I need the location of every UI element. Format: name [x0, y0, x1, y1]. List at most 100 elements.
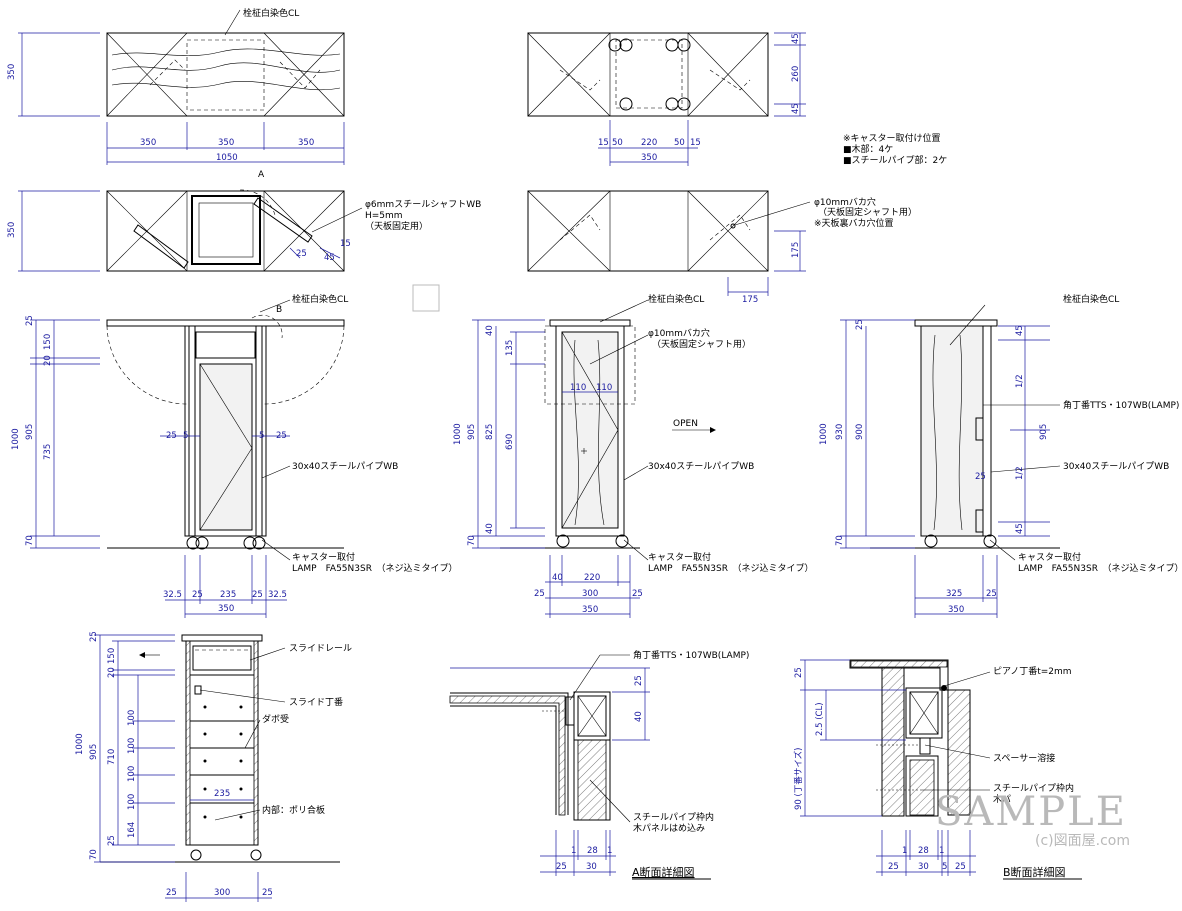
- dim-f-20: 20: [43, 355, 53, 366]
- dim-p3-15: 15: [340, 239, 351, 249]
- dim-r-900: 900: [855, 424, 865, 440]
- dim-s-905: 905: [467, 424, 477, 440]
- label-right-hinge: 角丁番TTS・107WB(LAMP): [1063, 399, 1179, 411]
- section-detail-a: [449, 654, 650, 876]
- dim-p3-h: 350: [7, 222, 17, 238]
- dim-f-735: 735: [43, 444, 53, 460]
- dim-f-25b: 25: [276, 431, 287, 441]
- label-right-finish: 栓柾白染色CL: [1063, 293, 1119, 305]
- dim-p1-a: 350: [140, 138, 156, 148]
- dim-i-25c: 25: [166, 888, 177, 898]
- dim-a-30: 30: [586, 862, 597, 872]
- dim-b-25b: 25: [955, 862, 966, 872]
- dim-b-1: 1: [902, 846, 907, 856]
- dim-s-825: 825: [485, 424, 495, 440]
- dim-p2-350: 350: [641, 153, 657, 163]
- label-hole-back-note: ※天板裏バカ穴位置: [814, 217, 894, 229]
- dim-f-325a: 32.5: [163, 590, 182, 600]
- dim-s-25b: 25: [632, 589, 643, 599]
- dim-b-90: 90 (丁番サイズ): [793, 748, 804, 810]
- label-hole-10-note: （天板固定シャフト用）: [818, 206, 917, 218]
- label-slide-hinge: スライド丁番: [289, 696, 343, 708]
- plan-view-underside: [527, 190, 811, 296]
- label-front-finish: 栓柾白染色CL: [292, 293, 348, 305]
- dim-s-40c: 40: [552, 573, 563, 583]
- dim-r-930: 930: [835, 424, 845, 440]
- label-side-caster-1: キャスター取付: [648, 552, 711, 563]
- label-hole-10: φ10mmバカ穴: [814, 196, 876, 208]
- dim-i-300: 300: [214, 888, 230, 898]
- label-panel-a-1: スチールパイプ枠内: [633, 811, 714, 823]
- dim-p1-c: 350: [298, 138, 314, 148]
- title-section-b: B断面詳細図: [1003, 865, 1066, 879]
- dim-r-45b: 45: [1015, 523, 1025, 534]
- dim-b-28: 28: [918, 846, 929, 856]
- label-side-hole-note: （天板固定シャフト用）: [652, 338, 751, 350]
- label-panel-b-1: スチールパイプ枠内: [993, 782, 1074, 794]
- dim-b-25cl: 2.5 (CL): [815, 702, 825, 736]
- label-front-pipe: 30x40スチールパイプWB: [292, 461, 398, 472]
- dim-a-40: 40: [634, 711, 644, 722]
- dim-p1-b: 350: [218, 138, 234, 148]
- label-spacer: スペーサー溶接: [993, 752, 1055, 764]
- dim-i-100b: 100: [127, 738, 137, 754]
- dim-i-25d: 25: [262, 888, 273, 898]
- label-open: OPEN: [673, 419, 698, 429]
- dim-i-164: 164: [127, 822, 137, 838]
- label-front-caster-2: LAMP FA55N3SR （ネジ込ミタイプ）: [292, 563, 457, 574]
- dim-p3-45: 45: [324, 253, 335, 263]
- dim-s-220: 220: [584, 573, 600, 583]
- dim-p2-260: 260: [791, 66, 801, 82]
- dim-p2-15a: 15: [598, 138, 609, 148]
- dim-r-1000: 1000: [819, 423, 829, 445]
- dim-r-325: 325: [946, 589, 962, 599]
- dim-a-25b: 25: [556, 862, 567, 872]
- title-section-a: A断面詳細図: [632, 865, 695, 879]
- dim-b-5: 5: [942, 862, 947, 872]
- dim-i-20: 20: [107, 667, 117, 678]
- dim-s-300: 300: [582, 589, 598, 599]
- dim-b-25: 25: [794, 667, 804, 678]
- dim-s-110b: 110: [596, 383, 612, 393]
- dim-r-12a: 1/2: [1015, 374, 1025, 388]
- label-side-caster-2: LAMP FA55N3SR （ネジ込ミタイプ）: [648, 563, 813, 574]
- caster-note-3: ■スチールパイプ部：2ケ: [843, 154, 947, 166]
- dim-a-1: 1: [571, 846, 576, 856]
- dim-s-40b: 40: [485, 523, 495, 534]
- dim-i-100c: 100: [127, 766, 137, 782]
- dim-f-25c: 25: [192, 590, 203, 600]
- dim-i-25: 25: [89, 631, 99, 642]
- label-right-caster-2: LAMP FA55N3SR （ネジ込ミタイプ）: [1018, 563, 1182, 574]
- dim-f-235: 235: [220, 590, 236, 600]
- dim-i-150: 150: [107, 648, 117, 664]
- dim-i-70: 70: [89, 849, 99, 860]
- label-panel-b-2: 木パ: [993, 793, 1011, 805]
- dim-f-25a: 25: [166, 431, 177, 441]
- label-slide-rail: スライドレール: [289, 643, 352, 654]
- dim-p3-25: 25: [296, 249, 307, 259]
- dim-p1-total: 1050: [216, 153, 238, 163]
- dim-r-25b: 25: [986, 589, 997, 599]
- watermark-sub: (c)図面屋.com: [1035, 833, 1130, 849]
- dim-s-1000: 1000: [453, 423, 463, 445]
- right-elevation: [840, 304, 1061, 618]
- dim-r-25: 25: [855, 319, 865, 330]
- label-side-finish: 栓柾白染色CL: [648, 293, 704, 305]
- dim-a-25: 25: [634, 675, 644, 686]
- label-steel-shaft-h: H=5mm: [365, 211, 403, 221]
- dim-f-25: 25: [25, 315, 35, 326]
- dim-f-350: 350: [218, 604, 234, 614]
- interior-section: [94, 634, 340, 902]
- dim-b-1b: 1: [939, 846, 944, 856]
- dim-f-25d: 25: [252, 590, 263, 600]
- label-right-caster-1: キャスター取付: [1018, 552, 1081, 563]
- marker-a: A: [258, 170, 265, 180]
- label-steel-shaft-note: （天板固定用）: [365, 220, 428, 232]
- side-elevation: [472, 299, 716, 618]
- label-panel-a-2: 木パネルはめ込み: [633, 822, 705, 834]
- dim-f-5a: 5: [183, 431, 188, 441]
- dim-i-1000: 1000: [75, 733, 85, 755]
- dim-p2-220: 220: [641, 138, 657, 148]
- marker-b: B: [276, 305, 282, 315]
